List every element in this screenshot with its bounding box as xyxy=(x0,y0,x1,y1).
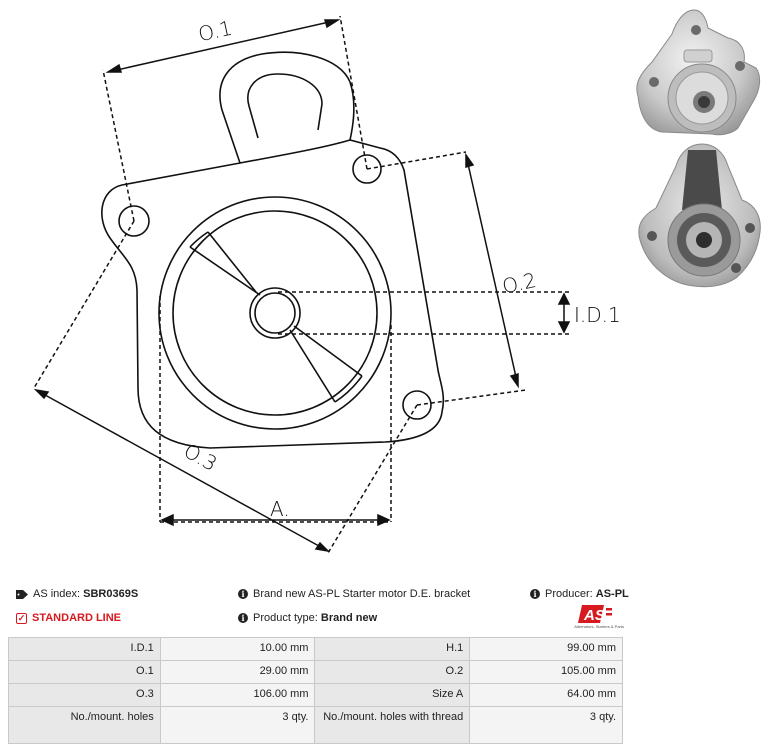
sector-cut-lines xyxy=(189,231,363,403)
table-row: I.D.1 10.00 mm H.1 99.00 mm xyxy=(8,637,623,661)
as-index-label: AS index: xyxy=(33,588,81,600)
spec-value: 10.00 mm xyxy=(159,637,316,661)
product-type-value: Brand new xyxy=(320,612,378,624)
top-lug-outline xyxy=(219,51,355,164)
info-icon: i xyxy=(530,589,540,599)
product-type-label: Product type: xyxy=(253,612,318,624)
tag-icon xyxy=(16,589,28,599)
shaft-hole-inner xyxy=(254,292,296,334)
bracket-technical-drawing: O.1 O.2 O.3 A. I.D.1 xyxy=(33,16,621,554)
bracket-body-outline xyxy=(101,139,445,449)
spec-value: 64.00 mm xyxy=(469,683,623,707)
product-photo-front[interactable] xyxy=(632,4,766,136)
product-line: STANDARD LINE xyxy=(32,612,122,624)
mount-hole-top xyxy=(352,154,382,184)
description-row: i Brand new AS-PL Starter motor D.E. bra… xyxy=(238,588,470,600)
dim-label-id1: I.D.1 xyxy=(574,303,621,327)
as-index-row: AS index: SBR0369S xyxy=(16,588,138,600)
as-logo-mark: AS xyxy=(578,605,612,624)
mount-hole-bottom xyxy=(402,390,432,420)
inner-bore-circle xyxy=(172,210,378,416)
spec-value: 106.00 mm xyxy=(159,683,316,707)
top-lug-slot xyxy=(247,73,323,139)
specifications-table: I.D.1 10.00 mm H.1 99.00 mm O.1 29.00 mm… xyxy=(8,637,623,744)
spec-label: I.D.1 xyxy=(8,637,161,661)
producer-row: i Producer: AS-PL xyxy=(530,588,629,600)
table-row: O.3 106.00 mm Size A 64.00 mm xyxy=(8,683,623,707)
spec-label: No./mount. holes with thread xyxy=(314,706,471,744)
spec-label: No./mount. holes xyxy=(8,706,161,744)
as-index-value: SBR0369S xyxy=(83,588,139,600)
spec-label: O.1 xyxy=(8,660,161,684)
producer-label: Producer: xyxy=(545,588,593,600)
outer-bore-circle xyxy=(158,196,392,430)
dim-label-a: A. xyxy=(270,497,290,521)
info-icon: i xyxy=(238,613,248,623)
standard-line-row: ✓ STANDARD LINE xyxy=(16,612,121,624)
info-icon: i xyxy=(238,589,248,599)
dim-label-o1: O.1 xyxy=(196,16,234,47)
product-photo-back[interactable] xyxy=(632,140,766,290)
checkbox-check-icon: ✓ xyxy=(16,612,27,624)
product-description: Brand new AS-PL Starter motor D.E. brack… xyxy=(253,588,471,600)
shaft-hole-outer xyxy=(249,287,301,339)
spec-value: 29.00 mm xyxy=(159,660,316,684)
spec-label: O.3 xyxy=(8,683,161,707)
producer-value: AS-PL xyxy=(595,588,629,600)
mount-hole-left xyxy=(118,205,150,237)
spec-value: 105.00 mm xyxy=(469,660,623,684)
table-row: No./mount. holes 3 qty. No./mount. holes… xyxy=(8,706,623,744)
spec-value: 3 qty. xyxy=(159,706,316,744)
logo-text: AS xyxy=(583,607,605,624)
spec-label: O.2 xyxy=(314,660,471,684)
spec-value: 99.00 mm xyxy=(469,637,623,661)
spec-label: Size A xyxy=(314,683,471,707)
logo-tagline: Alternators, Starters & Parts xyxy=(574,624,624,629)
spec-label: H.1 xyxy=(314,637,471,661)
product-type-row: i Product type: Brand new xyxy=(238,612,377,624)
dim-label-o2: O.2 xyxy=(500,268,538,299)
spec-value: 3 qty. xyxy=(469,706,623,744)
as-pl-logo: AS Alternators, Starters & Parts xyxy=(562,604,624,632)
table-row: O.1 29.00 mm O.2 105.00 mm xyxy=(8,660,623,684)
